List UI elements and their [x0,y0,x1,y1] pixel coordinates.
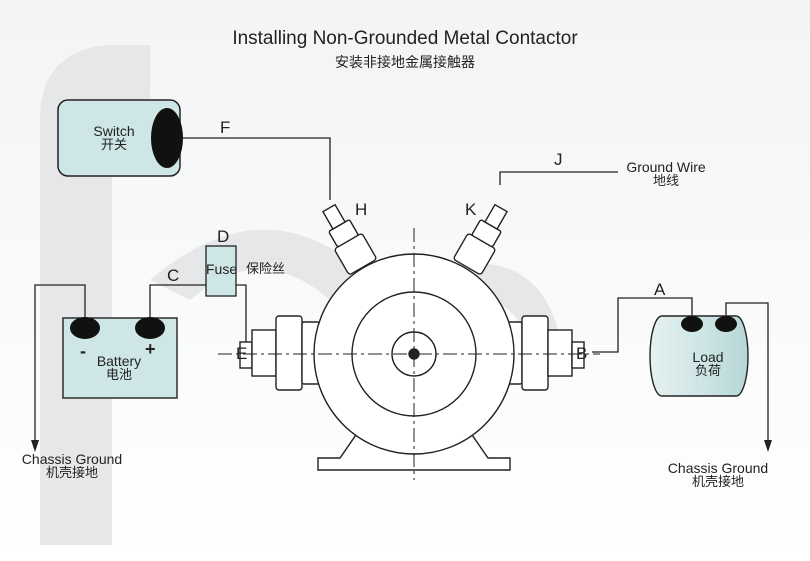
battery-component [62,317,178,399]
stud-b-washer [571,341,585,369]
battery-label-cn: 电池 [105,368,132,384]
stud-e-nut-1 [275,315,303,391]
switch-label: Switch 开关 [80,123,148,154]
load-terminal-2 [715,316,737,332]
chassis-ground-left-cn: 机壳接地 [45,466,98,482]
coil-terminal-k [453,203,509,275]
wire-a [592,297,693,353]
battery-label: Battery 电池 [88,353,150,384]
terminal-label-c: C [167,266,180,285]
wire-c [149,284,208,320]
wires [34,137,769,440]
ground-wire-label: Ground Wire 地线 [618,159,714,190]
battery-minus-sign: - [80,341,86,361]
centerlines [218,228,600,480]
load-terminal-1 [681,316,703,332]
terminal-label-a: A [654,280,666,299]
wire-load-ground [725,302,769,440]
switch-knob [151,108,183,168]
wire-fuse-e [236,284,247,352]
battery-plus-sign: + [145,339,156,359]
switch-label-cn: 开关 [100,138,127,154]
stud-b-thread [547,329,573,377]
diagram-title-chinese: 安装非接地金属接触器 [335,55,475,71]
switch-label-en: Switch [93,123,135,139]
load-body [649,315,749,397]
stud-e-thread [251,329,277,377]
terminal-label-f: F [220,118,231,137]
right-stud-b [503,315,585,391]
wire-j [499,171,618,185]
arrow-left-ground [31,440,39,452]
terminal-label-d: D [217,227,230,246]
diagram-title: Installing Non-Grounded Metal Contactor [232,28,578,49]
fuse-label-en: Fuse [206,261,238,277]
chassis-ground-right-en: Chassis Ground [667,460,769,476]
coil-terminal-h [321,203,377,275]
terminal-k-stud [483,203,509,230]
chassis-ground-left-label: Chassis Ground 机壳接地 [16,451,128,482]
terminal-h-stud [321,203,347,230]
battery-label-en: Battery [96,353,142,369]
terminal-label-k: K [465,200,477,219]
chassis-ground-left-en: Chassis Ground [21,451,123,467]
arrow-right-ground [764,440,772,452]
terminal-label-h: H [355,200,368,219]
load-label: Load 负荷 [678,349,738,380]
load-label-cn: 负荷 [694,364,721,380]
fuse-label-cn: 保险丝 [246,262,286,277]
terminal-label-b: B [576,344,588,363]
load-label-en: Load [692,349,724,365]
battery-positive-terminal [135,317,165,339]
wire-battery-neg [34,284,86,440]
left-stud-e [239,315,321,391]
load-component [649,315,749,397]
fuse-body [205,245,237,297]
terminal-label-j: J [554,150,563,169]
switch-component [57,99,183,177]
wire-f [178,137,331,200]
terminal-label-e: E [236,344,248,363]
battery-negative-terminal [70,317,100,339]
stud-b-nut-1 [521,315,549,391]
chassis-ground-right-cn: 机壳接地 [691,475,744,491]
ground-wire-label-en: Ground Wire [626,159,706,175]
chassis-ground-right-label: Chassis Ground 机壳接地 [662,460,774,491]
ground-wire-label-cn: 地线 [652,174,679,190]
